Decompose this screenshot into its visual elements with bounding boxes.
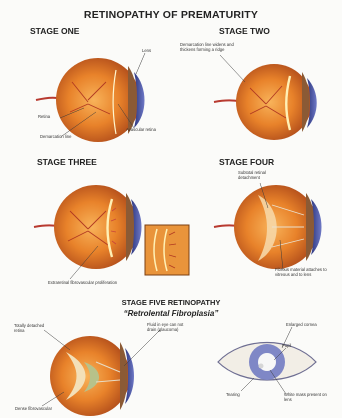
leader-lines: [0, 0, 342, 418]
